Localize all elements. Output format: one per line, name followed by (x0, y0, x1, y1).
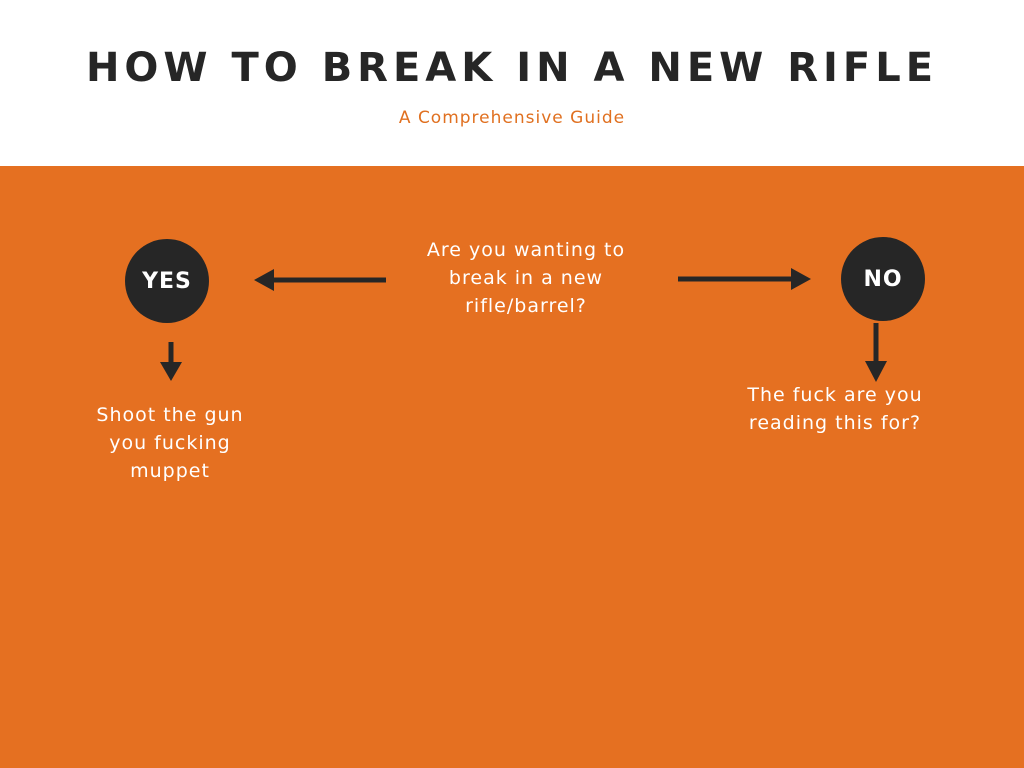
arrow-down-icon (865, 323, 887, 382)
no-node: NO (841, 237, 925, 321)
arrow-left-icon (254, 269, 386, 291)
arrow-right-icon (678, 268, 811, 290)
page-title: HOW TO BREAK IN A NEW RIFLE (85, 45, 939, 91)
header: HOW TO BREAK IN A NEW RIFLE A Comprehens… (0, 0, 1024, 166)
no-answer-text: The fuck are you reading this for? (747, 384, 923, 434)
yes-node: YES (125, 239, 209, 323)
question-text: Are you wanting to break in a new rifle/… (426, 239, 626, 317)
page-subtitle: A Comprehensive Guide (398, 108, 626, 128)
arrow-down-icon (160, 342, 182, 381)
yes-answer-text: Shoot the gun you fucking muppet (96, 404, 244, 482)
